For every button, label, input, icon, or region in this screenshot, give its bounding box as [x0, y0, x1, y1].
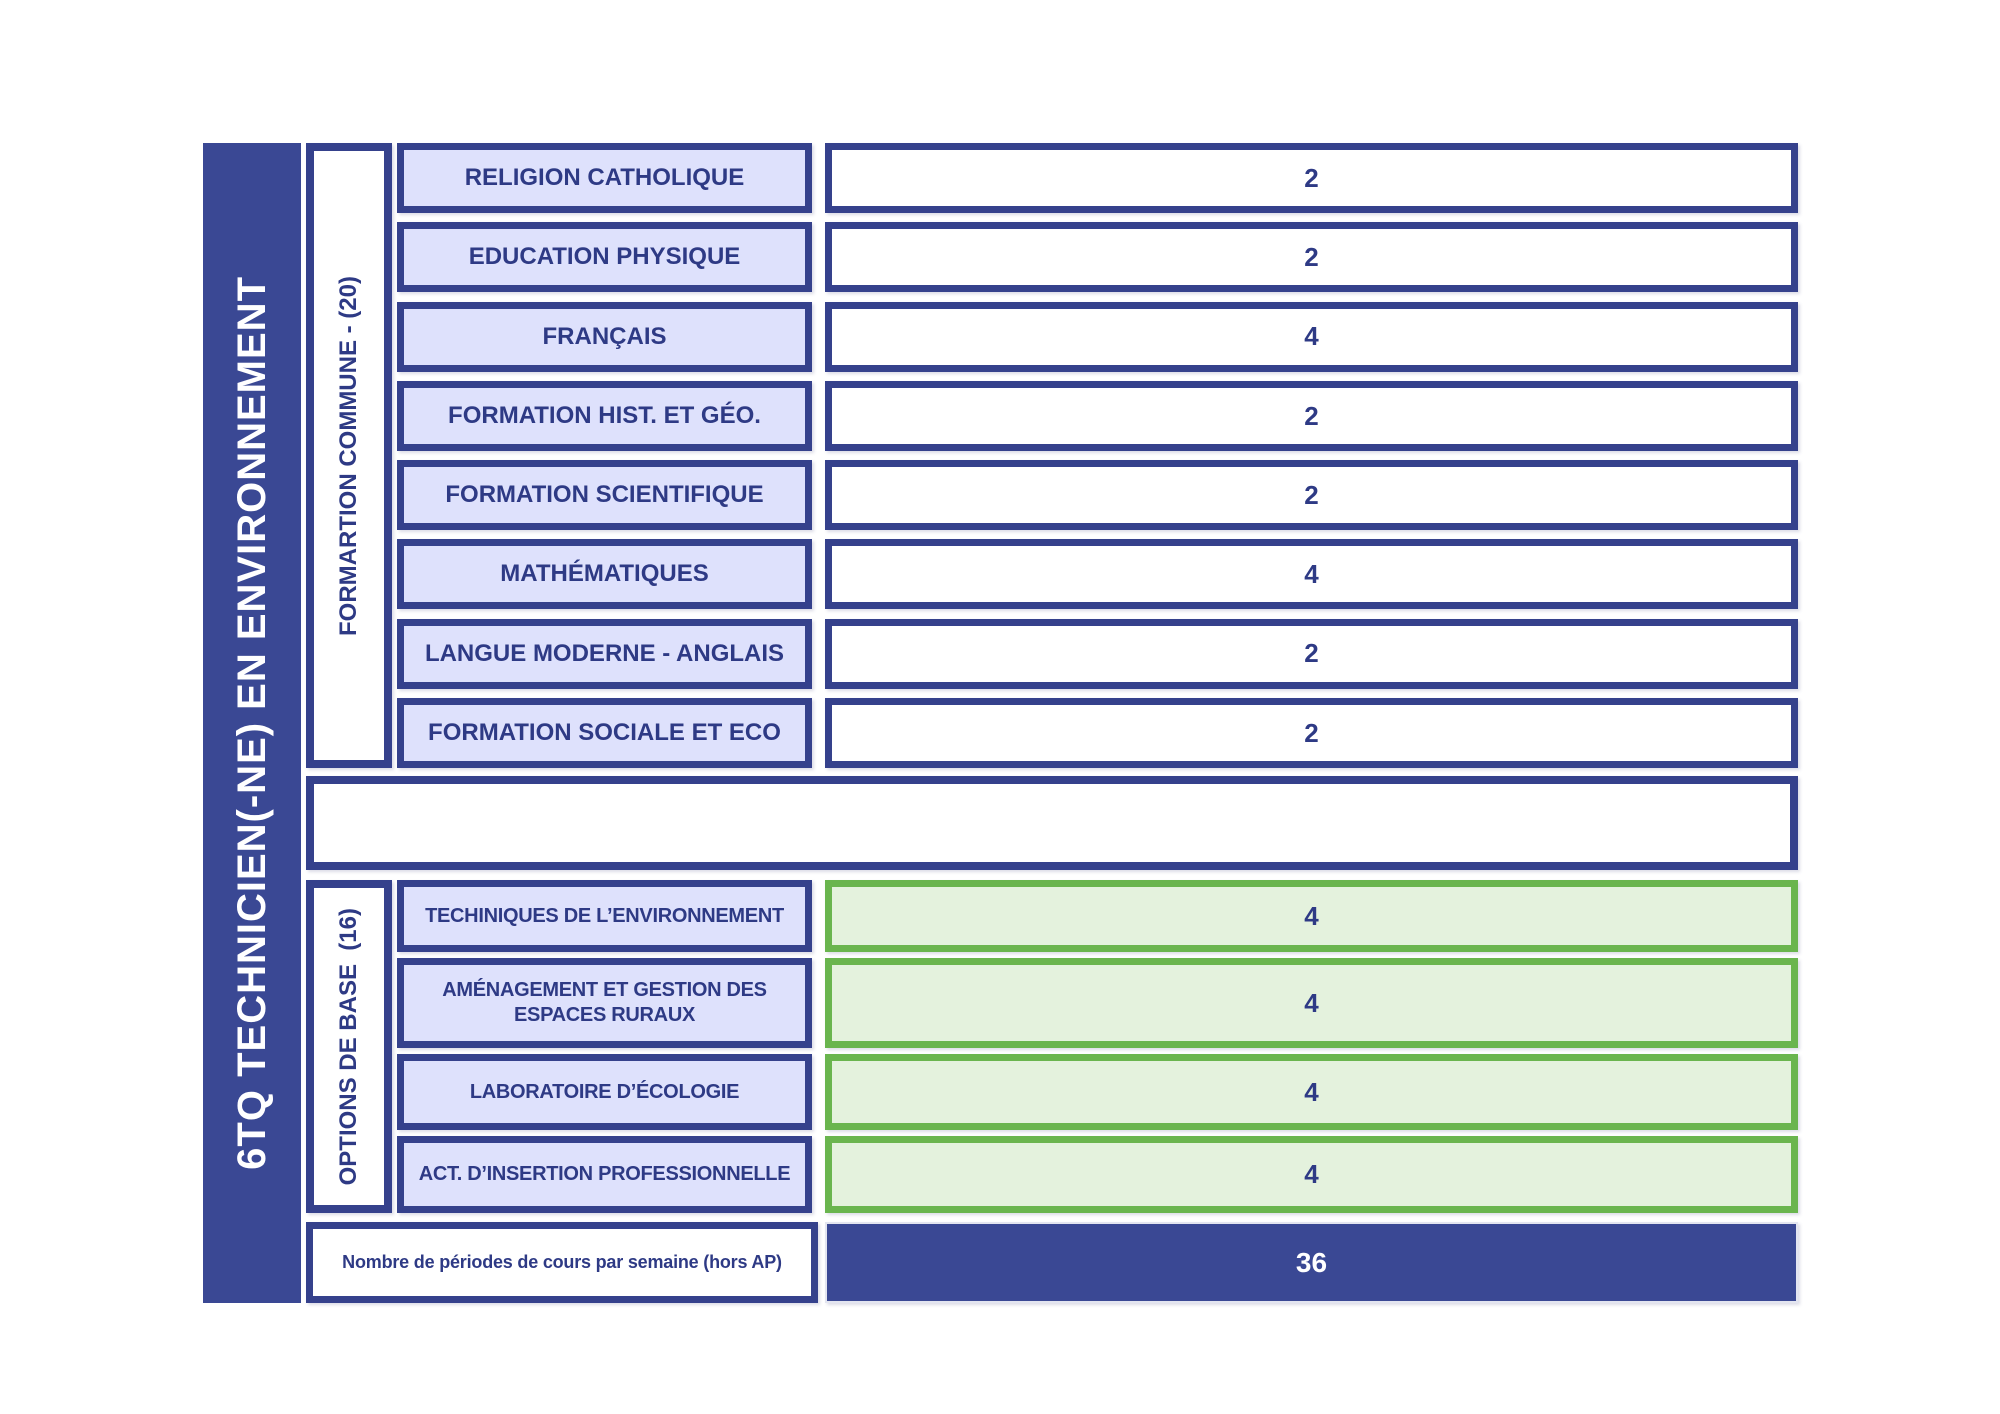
hours-value: 4	[1304, 321, 1319, 352]
hours-value: 2	[1304, 638, 1319, 669]
total-value-cell: 36	[825, 1222, 1798, 1303]
hours-value: 2	[1304, 479, 1319, 510]
section-label-text: FORMARTION COMMUNE - (20)	[335, 275, 362, 636]
course-row: AMÉNAGEMENT ET GESTION DES ESPACES RURAU…	[397, 958, 1798, 1048]
subject-cell: TECHINIQUES DE L’ENVIRONNEMENT	[397, 880, 812, 952]
subject-cell: LABORATOIRE D’ÉCOLOGIE	[397, 1054, 812, 1130]
hours-value: 2	[1304, 162, 1319, 193]
subject-label: MATHÉMATIQUES	[500, 560, 709, 588]
subject-label: FORMATION HIST. ET GÉO.	[448, 401, 761, 429]
hours-cell: 2	[825, 222, 1798, 293]
course-row: EDUCATION PHYSIQUE 2	[397, 222, 1798, 293]
options-section-rows: TECHINIQUES DE L’ENVIRONNEMENT 4 AMÉNAGE…	[397, 880, 1798, 1213]
course-row: LANGUE MODERNE - ANGLAIS 2	[397, 618, 1798, 689]
subject-label: FRANÇAIS	[542, 322, 667, 350]
hours-value: 4	[1304, 987, 1319, 1018]
subject-label: LANGUE MODERNE - ANGLAIS	[424, 639, 785, 667]
hours-cell: 2	[825, 143, 1798, 213]
hours-value: 2	[1304, 242, 1319, 273]
hours-cell: 2	[825, 460, 1798, 531]
course-row: FRANÇAIS 4	[397, 301, 1798, 372]
course-row: LABORATOIRE D’ÉCOLOGIE 4	[397, 1054, 1798, 1130]
subject-cell: LANGUE MODERNE - ANGLAIS	[397, 618, 812, 689]
hours-value: 4	[1304, 900, 1319, 931]
subject-cell: FRANÇAIS	[397, 301, 812, 372]
program-title-bar: 6TQ TECHNICIEN(-NE) EN ENVIRONNEMENT	[203, 143, 301, 1303]
subject-cell: ACT. D’INSERTION PROFESSIONNELLE	[397, 1136, 812, 1213]
subject-cell: EDUCATION PHYSIQUE	[397, 222, 812, 293]
subject-cell: FORMATION SOCIALE ET ECO	[397, 697, 812, 768]
course-row: ACT. D’INSERTION PROFESSIONNELLE 4	[397, 1136, 1798, 1213]
subject-cell: FORMATION SCIENTIFIQUE	[397, 460, 812, 531]
section-label-text: OPTIONS DE BASE (16)	[335, 907, 362, 1186]
subject-cell: RELIGION CATHOLIQUE	[397, 143, 812, 213]
hours-cell: 4	[825, 1054, 1798, 1130]
common-section-rows: RELIGION CATHOLIQUE 2 EDUCATION PHYSIQUE…	[397, 143, 1798, 768]
subject-label: RELIGION CATHOLIQUE	[464, 164, 745, 191]
subject-label: FORMATION SCIENTIFIQUE	[445, 481, 764, 509]
course-row: FORMATION SOCIALE ET ECO 2	[397, 697, 1798, 768]
subject-label: TECHINIQUES DE L’ENVIRONNEMENT	[425, 904, 784, 927]
spacer-row	[306, 776, 1798, 870]
total-value: 36	[1295, 1247, 1328, 1278]
section-label-formation-commune: FORMARTION COMMUNE - (20)	[306, 143, 392, 768]
course-row: MATHÉMATIQUES 4	[397, 539, 1798, 610]
subject-label: ACT. D’INSERTION PROFESSIONNELLE	[418, 1163, 791, 1185]
course-row: FORMATION HIST. ET GÉO. 2	[397, 380, 1798, 451]
hours-value: 2	[1304, 717, 1319, 748]
hours-cell: 2	[825, 697, 1798, 768]
subject-label: FORMATION SOCIALE ET ECO	[428, 718, 781, 746]
course-row: RELIGION CATHOLIQUE 2	[397, 143, 1798, 213]
subject-label: AMÉNAGEMENT ET GESTION DES ESPACES RURAU…	[442, 979, 767, 1026]
total-label-cell: Nombre de périodes de cours par semaine …	[306, 1222, 818, 1303]
section-label-options-de-base: OPTIONS DE BASE (16)	[306, 880, 392, 1213]
subject-label: EDUCATION PHYSIQUE	[468, 243, 741, 271]
hours-value: 4	[1304, 559, 1319, 590]
subject-cell: AMÉNAGEMENT ET GESTION DES ESPACES RURAU…	[397, 958, 812, 1048]
subject-label: LABORATOIRE D’ÉCOLOGIE	[469, 1080, 740, 1103]
hours-value: 4	[1304, 1076, 1319, 1107]
hours-cell: 2	[825, 618, 1798, 689]
hours-cell: 2	[825, 380, 1798, 451]
hours-value: 4	[1304, 1159, 1319, 1190]
program-title: 6TQ TECHNICIEN(-NE) EN ENVIRONNEMENT	[229, 276, 274, 1170]
hours-cell: 4	[825, 880, 1798, 952]
hours-cell: 4	[825, 539, 1798, 610]
hours-cell: 4	[825, 958, 1798, 1048]
course-row: TECHINIQUES DE L’ENVIRONNEMENT 4	[397, 880, 1798, 952]
hours-cell: 4	[825, 1136, 1798, 1213]
hours-value: 2	[1304, 400, 1319, 431]
course-row: FORMATION SCIENTIFIQUE 2	[397, 460, 1798, 531]
subject-cell: FORMATION HIST. ET GÉO.	[397, 380, 812, 451]
subject-cell: MATHÉMATIQUES	[397, 539, 812, 610]
total-label: Nombre de périodes de cours par semaine …	[342, 1252, 782, 1273]
hours-cell: 4	[825, 301, 1798, 372]
